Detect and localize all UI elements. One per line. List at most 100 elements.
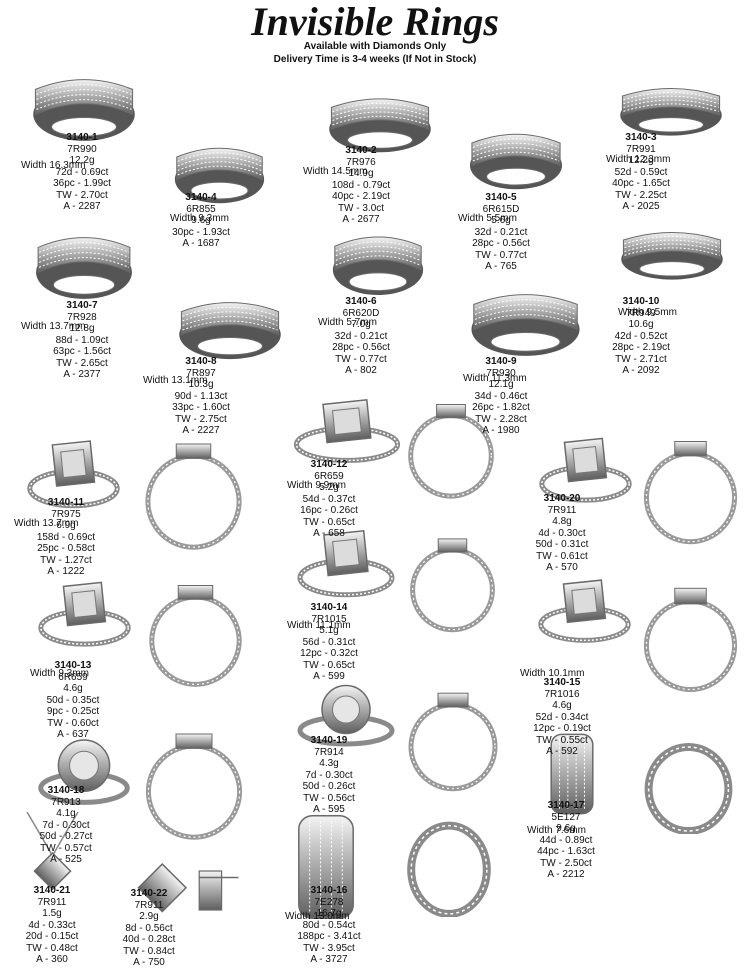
product-spec: 50d - 0.31ct (535, 539, 589, 550)
product-spec: 9pc - 0.25ct (46, 706, 100, 717)
product-model: 7R949 (626, 307, 656, 319)
product-code: 3140-11 (47, 497, 85, 508)
product-weight: 4.6g (63, 683, 83, 694)
product-spec: 8d - 0.56ct (125, 922, 173, 934)
product-spec: 63pc - 1.56ct (53, 346, 111, 357)
product-weight: 5.1g (319, 625, 339, 636)
product-total-weight: TW - 2.71ct (615, 353, 667, 365)
product-width: Width 5.5mm (458, 213, 517, 224)
product-model: 7R930 (486, 367, 516, 379)
product-total-weight: TW - 2.28ct (475, 413, 527, 425)
product-width: Width 5.7mm (318, 317, 377, 328)
product-price-code: A - 765 (485, 261, 517, 272)
product-price-code: A - 750 (133, 957, 165, 968)
product-price-code: A - 2377 (63, 369, 101, 380)
product-model: 7R1015 (311, 613, 347, 625)
product-spec: 34d - 0.46ct (474, 390, 528, 402)
product-spec: 158d - 0.69ct (36, 531, 96, 543)
product-model: 7R911 (134, 899, 164, 911)
wide-band-ring-icon (617, 78, 725, 138)
product-code: 3140-19 (310, 735, 348, 746)
product-weight: 12.2g (628, 155, 654, 166)
product-model: 7R928 (67, 311, 97, 323)
huggie-earring-icon (292, 810, 360, 924)
product-spec: 80d - 0.54ct (302, 919, 356, 931)
square-halo-ring-icon (26, 430, 121, 516)
product-spec: 16pc - 0.26ct (300, 505, 358, 516)
product-weight: 2.9g (139, 911, 159, 922)
product-model: 7R991 (626, 143, 656, 155)
product-weight: 14.9g (348, 168, 374, 179)
product-spec: 54d - 0.37ct (302, 493, 356, 505)
product-spec: 4d - 0.30ct (538, 527, 586, 539)
product-total-weight: TW - 2.50ct (540, 857, 592, 869)
diamond-pendant-necklace-icon (10, 812, 95, 892)
product-model: 6R620D (342, 307, 380, 319)
round-halo-ring-icon (37, 732, 131, 812)
product-width: Width 12.3mm (606, 154, 671, 165)
product-spec: 7d - 0.30ct (42, 819, 90, 831)
ring-side-view-icon (403, 680, 503, 795)
product-model: 6R615D (482, 203, 520, 215)
product-model: 5E127 (551, 811, 581, 823)
product-price-code: A - 2212 (547, 869, 585, 880)
product-weight: 9.6g (191, 215, 211, 226)
product-spec: 4d - 0.33ct (28, 919, 76, 931)
square-halo-ring-icon (37, 572, 132, 654)
product-weight: 5.2g (319, 482, 339, 493)
wide-band-ring-icon (176, 290, 284, 362)
product-model: 7R913 (51, 796, 81, 808)
wide-band-ring-icon (326, 87, 434, 155)
product-price-code: A - 802 (345, 365, 377, 376)
product-spec: 108d - 0.79ct (331, 179, 391, 191)
product-code: 3140-7 (66, 300, 98, 311)
product-total-weight: TW - 1.27ct (40, 554, 92, 566)
product-spec: 12pc - 0.19ct (533, 723, 591, 734)
product-price-code: A - 525 (50, 854, 82, 865)
product-model: 7R897 (186, 367, 216, 379)
product-code: 3140-2 (345, 145, 377, 156)
product-spec: 28pc - 0.56ct (332, 342, 390, 353)
product-model: 7R976 (346, 156, 376, 168)
product-width: Width 10.1mm (520, 668, 585, 679)
subtitle-delivery: Delivery Time is 3-4 weeks (If Not in St… (273, 54, 477, 65)
product-code: 3140-20 (543, 493, 581, 504)
wide-band-ring-icon (468, 281, 583, 359)
product-total-weight: TW - 3.95ct (303, 942, 355, 954)
product-total-weight: TW - 2.25ct (615, 189, 667, 201)
product-price-code: A - 595 (313, 804, 345, 815)
product-price-code: A - 1222 (47, 566, 85, 577)
product-spec: 72d - 0.69ct (55, 166, 109, 178)
product-spec: 20d - 0.15ct (25, 931, 79, 942)
product-total-weight: TW - 0.65ct (303, 516, 355, 528)
product-model: 6R855 (186, 203, 216, 215)
product-weight: 10.6g (628, 319, 654, 330)
subtitle-availability: Available with Diamonds Only (303, 41, 447, 52)
product-price-code: A - 2092 (622, 365, 660, 376)
product-price-code: A - 3727 (310, 954, 348, 965)
product-total-weight: TW - 0.60ct (47, 717, 99, 729)
product-weight: 10.3g (188, 379, 214, 390)
product-code: 3140-6 (345, 296, 377, 307)
product-spec: 90d - 1.13ct (174, 390, 228, 402)
product-weight: 6.9g (56, 520, 76, 531)
product-weight: 5.6g (491, 215, 511, 226)
product-model: 7R911 (547, 504, 577, 516)
square-halo-ring-icon (296, 520, 396, 605)
product-total-weight: TW - 2.70ct (56, 189, 108, 201)
ring-side-view-icon (638, 570, 743, 700)
square-halo-ring-icon (537, 570, 632, 650)
product-weight: 9.6g (556, 823, 576, 834)
product-width: Width 11.1mm (287, 620, 351, 631)
product-code: 3140-10 (622, 296, 660, 307)
product-width: Width 7.6mm (527, 825, 586, 836)
product-code: 3140-15 (543, 677, 581, 688)
